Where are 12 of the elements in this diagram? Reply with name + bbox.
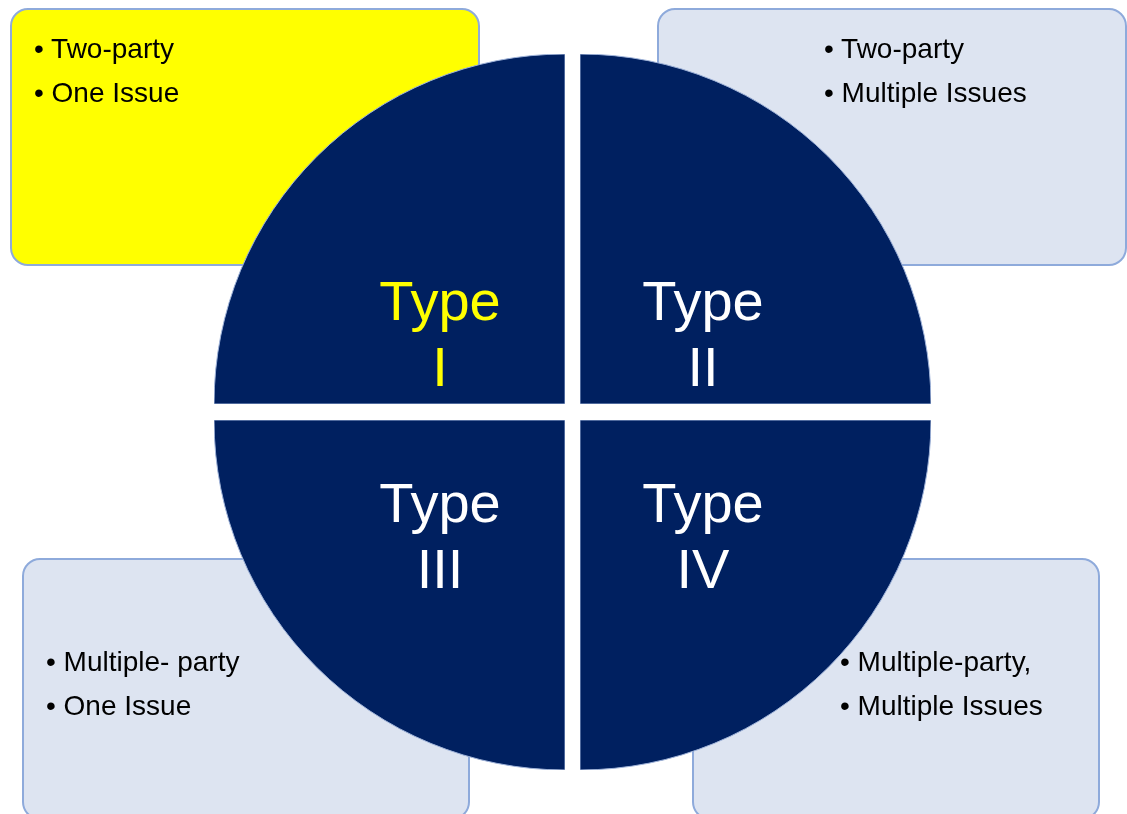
bullet-item: • Multiple- party xyxy=(46,645,240,679)
bullet-item: • Multiple-party, xyxy=(840,645,1032,679)
bullet-item: • Multiple Issues xyxy=(840,689,1043,723)
quadrant-label: Type IV xyxy=(641,470,765,602)
quadrant-label: Type II xyxy=(641,268,765,400)
bullet-item: • Multiple Issues xyxy=(824,76,1027,110)
bullet-item: • One Issue xyxy=(34,76,180,110)
bullet-item: • Two-party xyxy=(824,32,964,66)
quadrant-label: Type III xyxy=(378,470,502,602)
bullet-item: • Two-party xyxy=(34,32,174,66)
bullet-item: • One Issue xyxy=(46,689,192,723)
quadrant-label: Type I xyxy=(378,268,502,400)
